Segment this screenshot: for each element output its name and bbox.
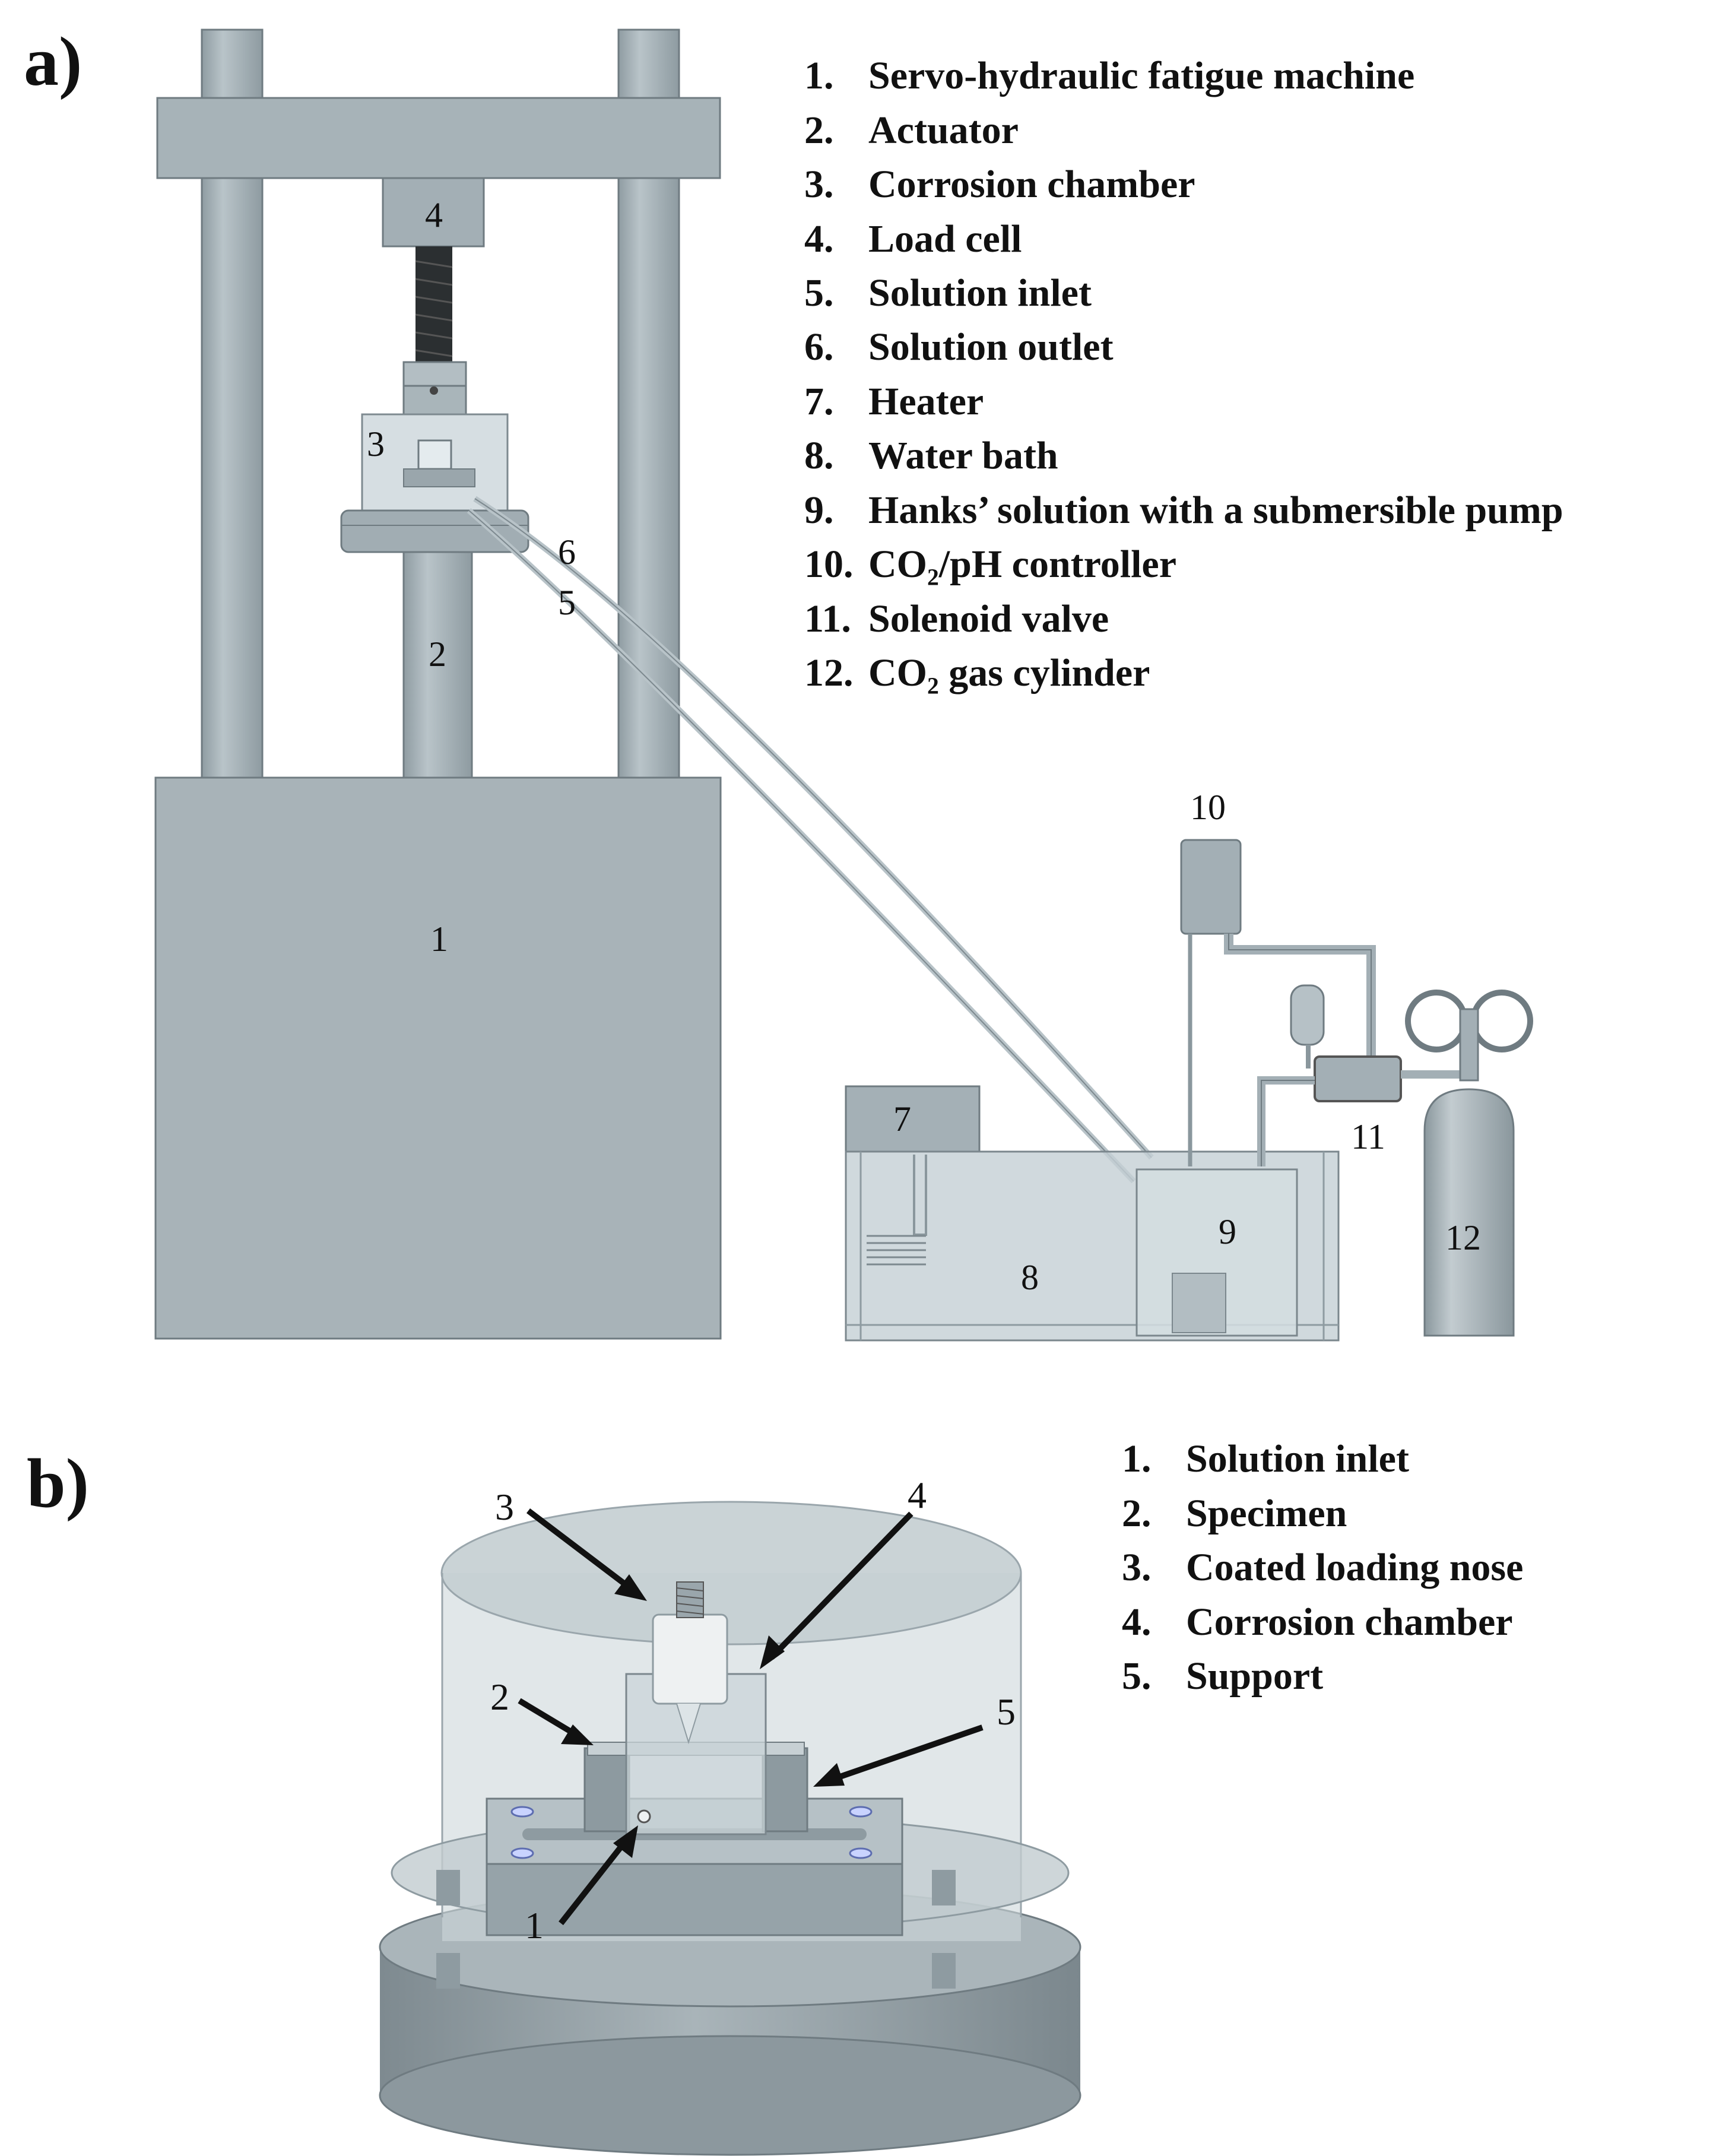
- callout-a-4: 4: [425, 195, 443, 234]
- panel-b-label: b): [27, 1444, 89, 1522]
- loading-nose: [652, 1613, 728, 1705]
- callout-a-8: 8: [1021, 1258, 1039, 1297]
- crosshead: [156, 97, 721, 179]
- callout-a-2: 2: [429, 635, 446, 674]
- callout-a-10: 10: [1190, 788, 1226, 827]
- submersible-pump: [1172, 1273, 1226, 1333]
- callout-a-12: 12: [1445, 1218, 1481, 1257]
- callout-a-3: 3: [367, 424, 385, 464]
- callout-b-5: 5: [997, 1691, 1016, 1733]
- machine-body: [154, 776, 722, 1340]
- callout-a-9: 9: [1219, 1212, 1236, 1251]
- callout-b-4: 4: [908, 1474, 927, 1516]
- solenoid-body: [1314, 1055, 1402, 1102]
- callout-a-6: 6: [558, 532, 576, 572]
- callout-b-3: 3: [495, 1486, 514, 1528]
- co2-gas-cylinder: [1423, 1088, 1515, 1337]
- legend-panel-b: 1.Solution inlet 2.Specimen 3.Coated loa…: [1122, 1437, 1524, 1698]
- co2-ph-controller: [1180, 839, 1242, 935]
- legend-panel-a: 1.Servo-hydraulic fatigue machine 2.Actu…: [804, 54, 1563, 695]
- solenoid-valve: [1290, 984, 1325, 1046]
- callout-a-1: 1: [430, 920, 448, 959]
- callout-a-11: 11: [1351, 1117, 1385, 1156]
- upper-grip: [402, 361, 467, 387]
- callout-b-2: 2: [490, 1676, 509, 1718]
- callout-b-1: 1: [525, 1904, 544, 1946]
- right-support: [762, 1747, 808, 1832]
- load-cell: [382, 177, 485, 248]
- left-support: [583, 1747, 630, 1832]
- callout-a-5: 5: [558, 583, 576, 622]
- heater: [845, 1085, 981, 1153]
- callout-a-7: 7: [893, 1099, 911, 1139]
- chamber-lid: [440, 1501, 1022, 1645]
- actuator: [402, 551, 473, 779]
- panel-a-label: a): [24, 23, 83, 100]
